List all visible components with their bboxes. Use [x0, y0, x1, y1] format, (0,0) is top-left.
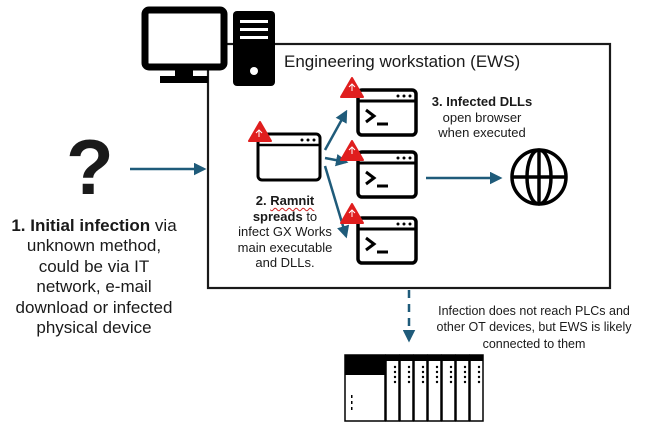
step2-spreads: spreads — [252, 208, 303, 224]
step1-line: download or infected — [15, 297, 173, 317]
step2-ramnit: Ramnit — [270, 193, 315, 208]
step3-line: open browser — [442, 109, 522, 125]
ews-box-title: Engineering workstation (EWS) — [284, 52, 521, 71]
terminal-window-icon — [356, 216, 418, 265]
step2-line: infect GX Works — [238, 224, 332, 240]
step2-text: 2. Ramnit spreads to infect GX Works mai… — [228, 193, 342, 271]
step3-bold: 3. Infected DLLs — [431, 94, 533, 109]
step3-line: when executed — [438, 125, 526, 141]
step1-line: physical device — [36, 317, 152, 337]
ews-box — [206, 42, 612, 290]
step1-via: via — [150, 216, 177, 235]
step2-line: main executable — [237, 239, 333, 255]
desktop-computer-icon — [141, 6, 275, 86]
step1-line: 1. Initial infection via — [0, 216, 188, 236]
arrow-spread-to-dll-3 — [323, 165, 350, 239]
arrow-spread-to-dll-2 — [324, 153, 349, 167]
terminal-window-icon — [356, 88, 418, 137]
arrow-spread-to-dll-1 — [323, 109, 348, 151]
globe-icon — [510, 148, 568, 206]
step1-text: 1. Initial infection via unknown method,… — [0, 216, 188, 338]
step2-bold: 2. — [255, 193, 271, 208]
step1-line: network, e-mail — [36, 277, 152, 297]
note-line: connected to them — [482, 336, 586, 351]
note-line: Infection does not reach PLCs and — [438, 304, 630, 318]
step1-bold: 1. Initial infection — [11, 216, 151, 235]
warning-triangle-icon — [248, 121, 272, 142]
step2-line: spreads to — [228, 209, 342, 225]
step1-line: unknown method, — [26, 236, 162, 256]
warning-triangle-icon — [340, 77, 364, 98]
note-line: other OT devices, but EWS is likely — [436, 320, 632, 335]
terminal-window-icon — [356, 150, 418, 199]
question-mark: ? — [66, 123, 114, 211]
plc-rack-icon — [344, 354, 484, 422]
step2-to: to — [302, 208, 318, 224]
step1-line: could be via IT — [38, 256, 150, 276]
note-text: Infection does not reach PLCs and other … — [418, 303, 650, 352]
step2-line: and DLLs. — [255, 255, 315, 271]
warning-triangle-icon — [340, 140, 364, 161]
terminal-window-icon — [256, 132, 322, 182]
warning-triangle-icon — [340, 203, 364, 224]
step3-text: 3. Infected DLLs open browser when execu… — [418, 94, 546, 141]
step2-line: 2. Ramnit — [228, 193, 342, 209]
